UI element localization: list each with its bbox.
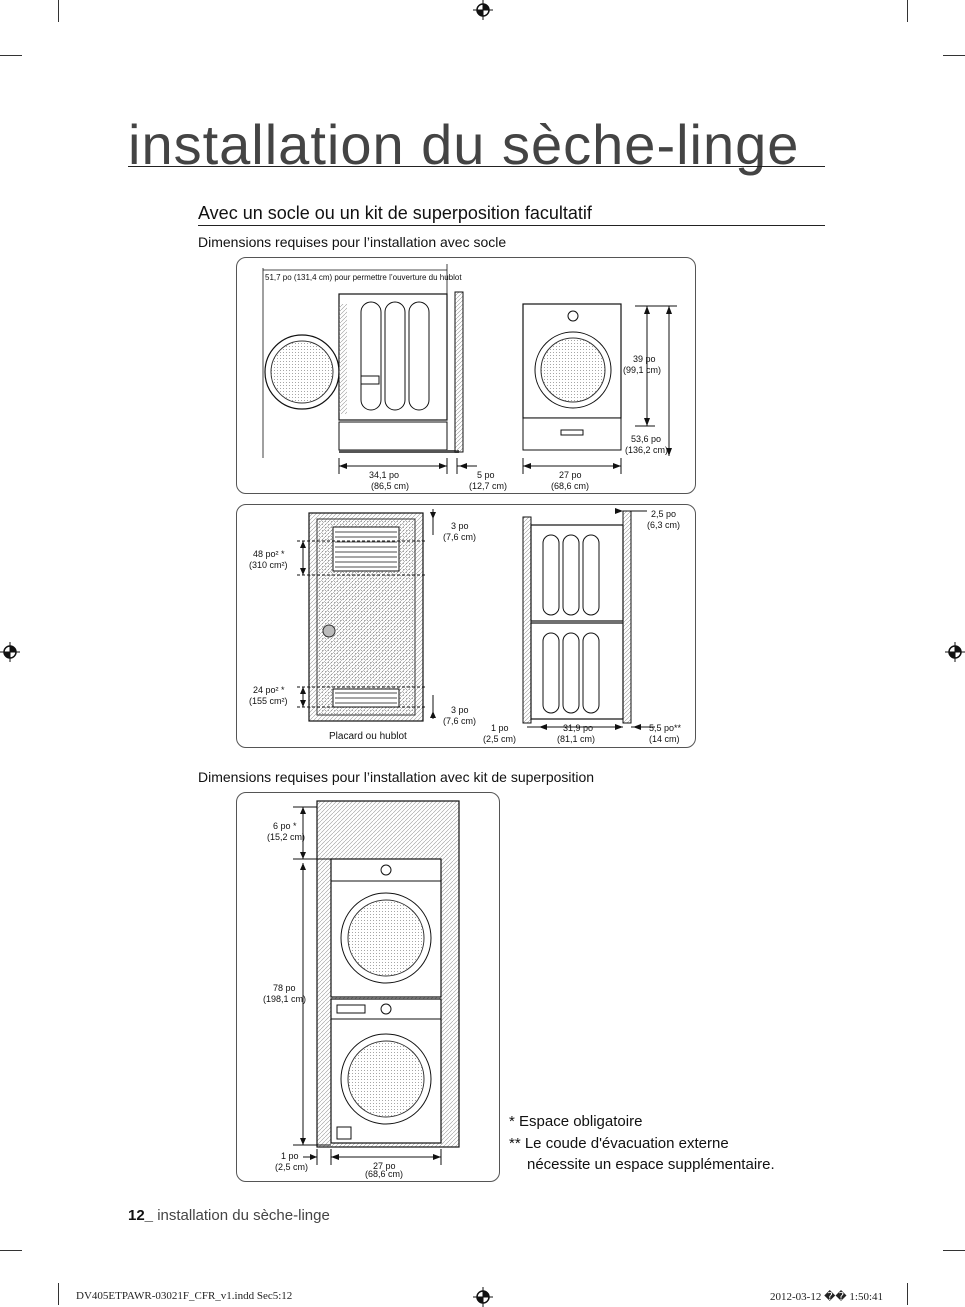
back-gap-cm-label: (14 cm)	[649, 734, 680, 744]
door-type-label: Placard ou hublot	[329, 731, 407, 742]
side-gap-po-label: 1 po	[491, 723, 509, 733]
stack-depth-cm-label: (81,1 cm)	[557, 734, 596, 744]
top-clearance-cm-label: (6,3 cm)	[647, 520, 681, 530]
top-gap-cm-label: (7,6 cm)	[443, 532, 477, 542]
stack-side-cm-label: (2,5 cm)	[275, 1162, 309, 1172]
crop-mark	[0, 55, 22, 56]
stack-top-gap-cm-label: (15,2 cm)	[267, 832, 306, 842]
crop-mark	[58, 1283, 59, 1305]
vent-bottom-cm-label: (155 cm²)	[249, 696, 288, 706]
back-gap-po-label: 5,5 po**	[649, 723, 682, 733]
top-clearance-po-label: 2,5 po	[651, 509, 677, 519]
bottom-gap-po-label: 3 po	[451, 705, 469, 715]
footer-section: installation du sèche-linge	[153, 1207, 330, 1224]
section-heading-superposition: Dimensions requises pour l’installation …	[198, 769, 595, 785]
stack-width-cm-label: (68,6 cm)	[365, 1169, 404, 1179]
total-height-po-label: 53,6 po	[631, 434, 662, 444]
registration-mark-icon	[473, 0, 493, 20]
stack-top-gap-po-label: 6 po *	[273, 821, 297, 831]
side-gap-cm-label: (2,5 cm)	[483, 734, 517, 744]
diagram-panel-pedestal: 51,7 po (131,4 cm) pour permettre l’ouve…	[236, 257, 696, 494]
bottom-gap-cm-label: (7,6 cm)	[443, 716, 477, 726]
subtitle-rule	[198, 225, 825, 226]
top-gap-po-label: 3 po	[451, 521, 469, 531]
section-heading-socle: Dimensions requises pour l’installation …	[198, 234, 507, 250]
print-timestamp: 2012-03-12 �� 1:50:41	[770, 1291, 883, 1303]
crop-mark	[58, 0, 59, 22]
registration-mark-icon	[945, 642, 965, 662]
height-cm-label: (99,1 cm)	[623, 365, 662, 375]
crop-mark	[943, 1250, 965, 1251]
width-cm-label: (68,6 cm)	[551, 481, 590, 491]
depth-po-label: 34,1 po	[369, 470, 400, 480]
rear-cm-label: (12,7 cm)	[469, 481, 508, 491]
closet-diagram	[297, 508, 655, 730]
page-number: 12_	[128, 1207, 154, 1224]
stack-width-po-label: 27 po	[373, 1161, 396, 1171]
stack-side-po-label: 1 po	[281, 1151, 299, 1161]
diagram-panel-stacked: 6 po * (15,2 cm) 78 po (198,1 cm) 1 po (…	[236, 792, 500, 1182]
vent-bottom-area-label: 24 po² *	[253, 685, 285, 695]
crop-mark	[907, 1283, 908, 1305]
stack-height-cm-label: (198,1 cm)	[263, 994, 307, 1004]
registration-mark-icon	[473, 1287, 493, 1307]
registration-mark-icon	[0, 642, 20, 662]
vent-top-area-label: 48 po² *	[253, 549, 285, 559]
print-file-info: DV405ETPAWR-03021F_CFR_v1.indd Sec5:12	[76, 1290, 293, 1302]
diagram-panel-closet: 48 po² * (310 cm²) 24 po² * (155 cm²) 3 …	[236, 504, 696, 748]
note-required-space: * Espace obligatoire	[509, 1113, 643, 1130]
title-rule	[128, 166, 825, 167]
pedestal-diagram	[262, 264, 677, 474]
total-height-cm-label: (136,2 cm)	[625, 445, 669, 455]
note-exhaust-line1: ** Le coude d'évacuation externe	[509, 1135, 729, 1152]
page-title: installation du sèche-linge	[128, 113, 800, 176]
stack-height-po-label: 78 po	[273, 983, 296, 993]
depth-cm-label: (86,5 cm)	[371, 481, 410, 491]
rear-po-label: 5 po	[477, 470, 495, 480]
crop-mark	[907, 0, 908, 22]
vent-top-cm-label: (310 cm²)	[249, 560, 288, 570]
note-exhaust-line2: nécessite un espace supplémentaire.	[527, 1156, 775, 1173]
door-clearance-label: 51,7 po (131,4 cm) pour permettre l’ouve…	[265, 273, 462, 282]
crop-mark	[943, 55, 965, 56]
stack-depth-po-label: 31,9 po	[563, 723, 594, 733]
section-subtitle: Avec un socle ou un kit de superposition…	[198, 203, 592, 223]
crop-mark	[0, 1250, 22, 1251]
stacked-diagram	[293, 800, 460, 1165]
width-po-label: 27 po	[559, 470, 582, 480]
height-po-label: 39 po	[633, 354, 656, 364]
footer-page-label: 12_ installation du sèche-linge	[128, 1207, 330, 1224]
